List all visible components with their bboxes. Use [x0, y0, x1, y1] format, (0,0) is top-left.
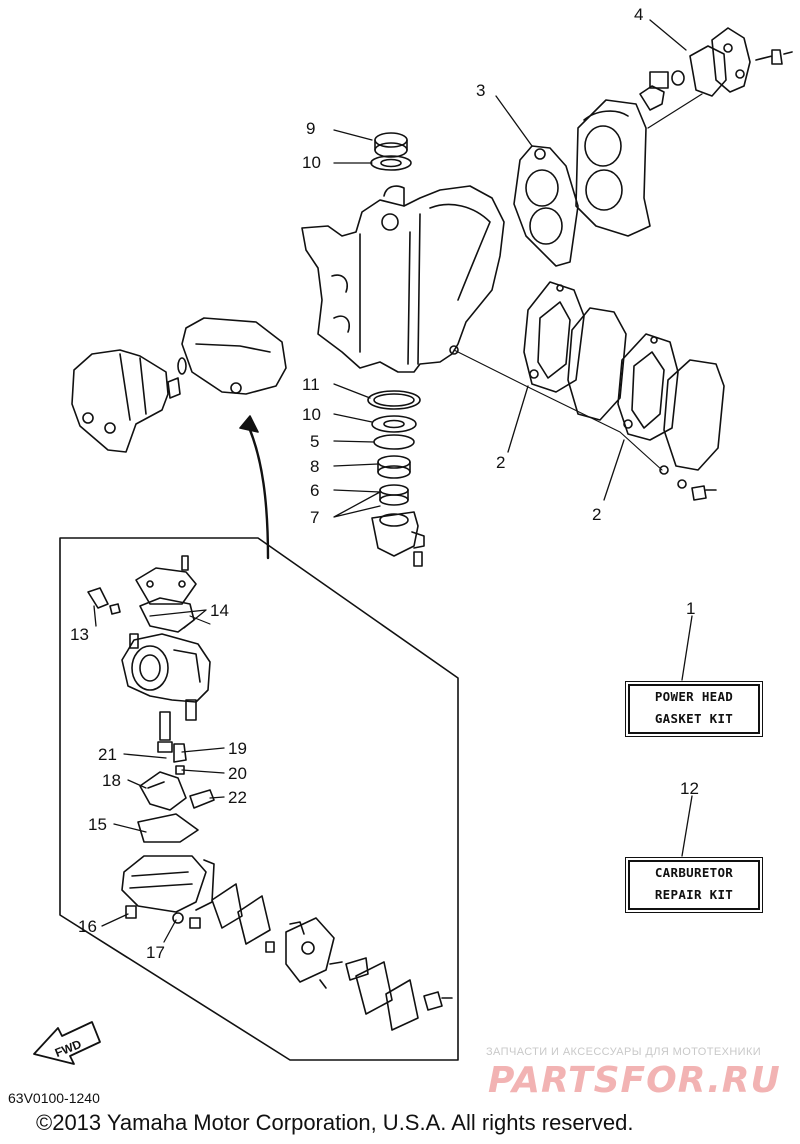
crank-seal-stack-upper — [370, 132, 412, 171]
leader-lines — [93, 19, 693, 943]
callout-1: 1 — [686, 599, 695, 618]
intake-gasket-rear-drawing — [617, 333, 679, 441]
callout-10-lower: 10 — [302, 405, 321, 424]
float-chamber-gasket-drawing — [137, 813, 199, 843]
callout-8: 8 — [310, 457, 319, 476]
callout-12: 12 — [680, 779, 699, 798]
copyright-notice: ©2013 Yamaha Motor Corporation, U.S.A. A… — [36, 1110, 634, 1135]
callout-9: 9 — [306, 119, 315, 138]
carburetor-repair-kit-label: CARBURETOR REPAIR KIT — [625, 857, 763, 913]
callout-2-left: 2 — [496, 453, 505, 472]
exhaust-cover-drawing — [575, 99, 651, 237]
callout-13: 13 — [70, 625, 89, 644]
kit-line-1: POWER HEAD — [654, 689, 734, 704]
callout-17: 17 — [146, 943, 165, 962]
kit-line-2: GASKET KIT — [654, 711, 734, 726]
callout-19: 19 — [228, 739, 247, 758]
callout-5: 5 — [310, 432, 319, 451]
float-drawing — [139, 771, 187, 811]
callout-20: 20 — [228, 764, 247, 783]
carburetor-body-drawing — [87, 555, 211, 703]
kit-line-1: CARBURETOR — [654, 865, 734, 880]
fwd-arrow-drawing — [33, 1021, 101, 1065]
callout-14: 14 — [210, 601, 229, 620]
top-cowling-drawing — [181, 317, 287, 395]
callout-10-upper: 10 — [302, 153, 321, 172]
power-head-gasket-kit-label: POWER HEAD GASKET KIT — [625, 681, 763, 737]
catalog-number: 63V0100-1240 — [8, 1090, 100, 1106]
assembly-arrow — [248, 428, 270, 560]
callout-3: 3 — [476, 81, 485, 100]
callout-22: 22 — [228, 788, 247, 807]
kit-line-2: REPAIR KIT — [654, 887, 734, 902]
cylinder-block-drawing — [301, 185, 505, 373]
fuel-pump-drawing — [211, 883, 453, 1031]
callout-16: 16 — [78, 917, 97, 936]
watermark-tagline: ЗАПЧАСТИ И АКСЕССУАРЫ ДЛЯ МОТОТЕХНИКИ — [486, 1046, 762, 1058]
float-chamber-drawing — [121, 855, 215, 929]
callout-7: 7 — [310, 508, 319, 527]
reed-plate-drawing — [567, 307, 627, 421]
watermark-logo: PARTSFOR.RU — [488, 1060, 781, 1101]
intake-gasket-front-drawing — [523, 281, 585, 393]
thermostat-drawing — [639, 27, 793, 129]
callout-6: 6 — [310, 481, 319, 500]
callout-15: 15 — [88, 815, 107, 834]
callout-4: 4 — [634, 5, 643, 24]
carburetor-inset-frame — [59, 537, 459, 1061]
callout-11: 11 — [302, 375, 320, 394]
callout-21: 21 — [98, 745, 117, 764]
fwd-label: FWD — [53, 1037, 84, 1060]
intake-manifold-drawing — [659, 359, 725, 501]
crank-seal-stack-lower — [367, 390, 425, 567]
cylinder-head-gasket-drawing — [513, 145, 579, 267]
silencer-box-drawing — [71, 349, 187, 453]
callout-2-right: 2 — [592, 505, 601, 524]
callout-18: 18 — [102, 771, 121, 790]
carburetor-jets-drawing — [157, 699, 215, 809]
